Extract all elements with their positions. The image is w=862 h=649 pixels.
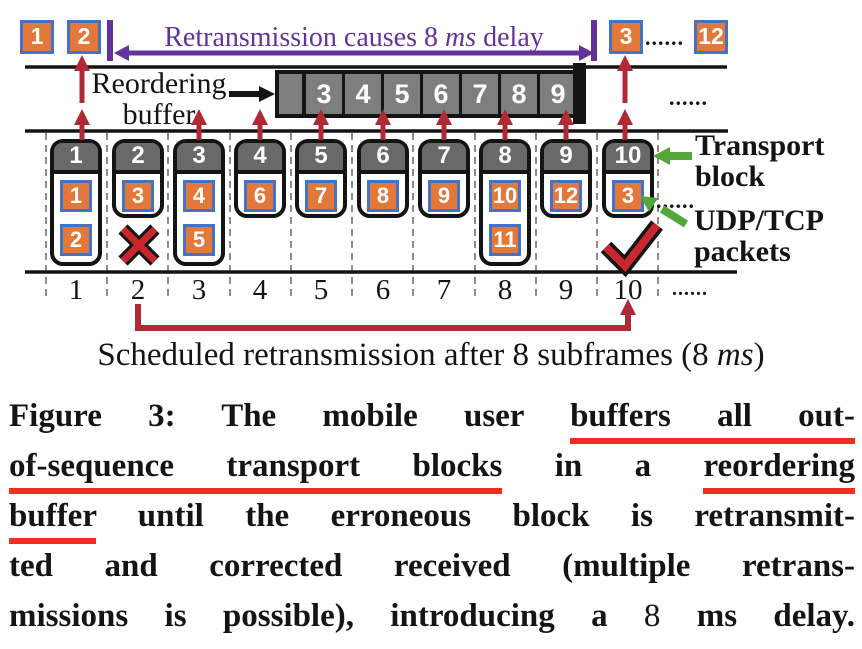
buffer-end-cap <box>573 63 586 124</box>
underlined-phrase: buffer <box>9 498 97 544</box>
buffer-cell-9: 9 <box>540 74 576 114</box>
timeline-dots: ...... <box>672 278 708 300</box>
packet-square: 6 <box>244 180 276 212</box>
packet-square: 11 <box>489 224 521 256</box>
delay-left-bar <box>107 20 113 61</box>
packet-square: 9 <box>428 180 460 212</box>
buffer-cell-8: 8 <box>501 74 537 114</box>
subframe-tick-9: 9 <box>558 274 574 306</box>
packet-square: 5 <box>183 224 215 256</box>
buffer-row-dots: ...... <box>669 85 708 110</box>
reordering-buffer-label: Reordering buffer <box>91 67 227 131</box>
packet-square: 10 <box>489 180 521 212</box>
caption-line-3: buffer until the erroneous block is retr… <box>9 491 855 544</box>
top-row-dots: ...... <box>645 25 684 50</box>
buffer-cell-4: 4 <box>345 74 381 114</box>
buffer-cell-7: 7 <box>462 74 498 114</box>
underlined-phrase: of-sequence transport blocks <box>9 448 503 494</box>
packet-square: 1 <box>60 180 92 212</box>
buffer-cell-empty <box>279 74 302 114</box>
transport-block-arrow-icon <box>653 147 692 165</box>
subframe-tick-6: 6 <box>375 274 391 306</box>
buffer-pointer-arrow <box>229 86 275 102</box>
packet-square: 12 <box>550 180 582 212</box>
delivery-arrow-packet-3 <box>617 55 633 140</box>
udp-tcp-callout: UDP/TCP packets <box>694 204 824 268</box>
underlined-phrase: buffers all out- <box>570 398 855 444</box>
subframe-tick-1: 1 <box>68 274 84 306</box>
subframe-tick-3: 3 <box>191 274 207 306</box>
subframe-tick-8: 8 <box>497 274 513 306</box>
caption-line-4: ted and corrected received (multiple ret… <box>9 548 855 584</box>
packet-square: 3 <box>612 180 644 212</box>
retransmission-delay-label: Retransmission causes 8 ms delay <box>164 22 544 53</box>
delay-right-bar <box>591 20 597 61</box>
buffer-cell-6: 6 <box>423 74 459 114</box>
block-row-dots: ...... <box>656 188 695 213</box>
delivered-packet-3: 3 <box>609 20 643 54</box>
subframe-tick-10: 10 <box>613 274 643 306</box>
caption-line-1: Figure 3: The mobile user buffers all ou… <box>9 391 855 444</box>
delivered-packet-1: 1 <box>20 20 54 54</box>
delivered-packet-2: 2 <box>67 20 101 54</box>
figure-caption: Figure 3: The mobile user buffers all ou… <box>9 391 855 641</box>
retransmission-note: Scheduled retransmission after 8 subfram… <box>97 337 765 373</box>
subframe-tick-4: 4 <box>252 274 268 306</box>
buffer-cell-3: 3 <box>306 74 342 114</box>
packet-square: 7 <box>305 180 337 212</box>
caption-line-2: of-sequence transport blocks in a reorde… <box>9 441 855 494</box>
packet-square: 2 <box>60 224 92 256</box>
caption-line-5: missions is possible), introducing a 8 m… <box>9 598 855 634</box>
transport-block-callout: Transport block <box>695 129 825 193</box>
packet-square: 8 <box>367 180 399 212</box>
delivered-packet-12: 12 <box>694 20 728 54</box>
buffer-cell-5: 5 <box>384 74 420 114</box>
reordering-buffer: 3 4 5 6 7 8 9 <box>275 70 581 118</box>
success-check-icon <box>600 220 663 278</box>
packet-square: 4 <box>183 180 215 212</box>
packet-square: 3 <box>122 180 154 212</box>
underlined-phrase: reordering <box>703 448 855 494</box>
error-x-icon <box>118 224 160 266</box>
subframe-tick-2: 2 <box>130 274 146 306</box>
subframe-tick-5: 5 <box>313 274 329 306</box>
subframe-tick-7: 7 <box>436 274 452 306</box>
